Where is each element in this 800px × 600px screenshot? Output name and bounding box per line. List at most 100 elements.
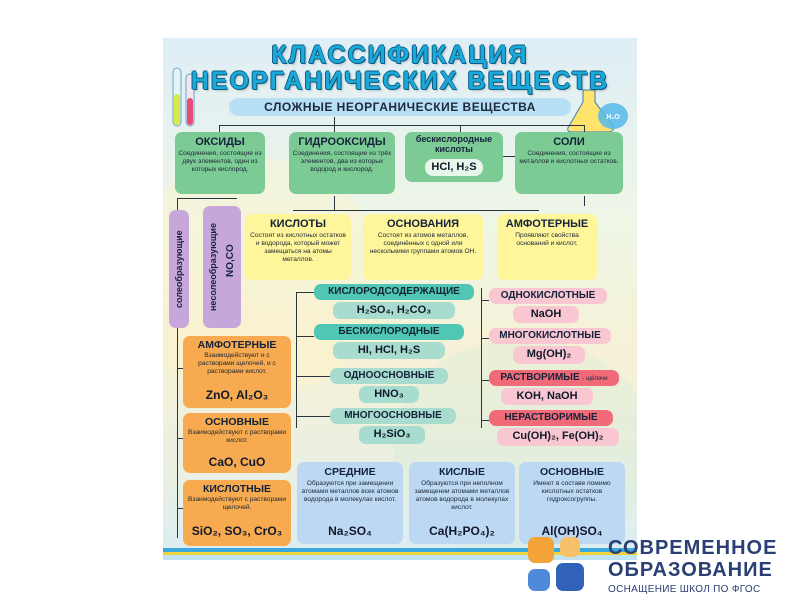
connector-line bbox=[584, 196, 585, 206]
polybasic-acids-formula-box: H₂SiO₃ bbox=[359, 426, 425, 444]
non-salt-forming-label: несолеобразующие bbox=[208, 223, 218, 311]
logo-tile-blue bbox=[556, 563, 584, 591]
monoacid-bases-formula: NaOH bbox=[530, 308, 562, 320]
polybasic-acids-title: МНОГООСНОВНЫЕ bbox=[344, 410, 442, 421]
connector-line bbox=[481, 338, 489, 339]
amphoteric-hydroxides-desc: Проявляют свойства оснований и кислот. bbox=[515, 232, 579, 247]
polybasic-acids-box: МНОГООСНОВНЫЕ bbox=[330, 408, 456, 424]
polyacid-bases-formula: Mg(OH)₂ bbox=[526, 348, 572, 360]
connector-line bbox=[481, 300, 489, 301]
salt-forming-label: солеобразующие bbox=[174, 230, 184, 308]
basic-salts-title: ОСНОВНЫЕ bbox=[540, 466, 604, 478]
water-label: H₂O bbox=[606, 114, 620, 121]
hydroxides-title: ГИДРООКСИДЫ bbox=[298, 136, 386, 148]
soluble-bases-formula-box: KOH, NaOH bbox=[501, 388, 593, 405]
basic-oxides-formula: CaO, CuO bbox=[208, 455, 266, 469]
logo-tile-orange bbox=[560, 537, 580, 557]
connector-line bbox=[460, 125, 461, 135]
connector-line bbox=[296, 292, 314, 293]
acidic-salts-box: КИСЛЫЕ Образуются при неполном замещении… bbox=[409, 462, 515, 544]
polybasic-acids-formula: H₂SiO₃ bbox=[373, 428, 411, 440]
connector-line bbox=[503, 156, 515, 157]
oxygen-free-acids-title: БЕСКИСЛОРОДНЫЕ bbox=[338, 326, 440, 337]
connector-line bbox=[334, 117, 335, 135]
insoluble-bases-formula-box: Cu(OH)₂, Fe(OH)₂ bbox=[497, 428, 619, 446]
monobasic-acids-box: ОДНООСНОВНЫЕ bbox=[330, 368, 448, 384]
salt-forming-label-box: солеобразующие bbox=[169, 210, 189, 328]
normal-salts-box: СРЕДНИЕ Образуются при замещении атомами… bbox=[297, 462, 403, 544]
test-tube-icon bbox=[172, 67, 195, 127]
poster-title-line2: НЕОРГАНИЧЕСКИХ ВЕЩЕСТВ bbox=[190, 67, 610, 95]
oxygen-containing-acids-formula-box: H₂SO₄, H₂CO₃ bbox=[333, 302, 455, 319]
connector-line bbox=[481, 380, 489, 381]
acids-title: КИСЛОТЫ bbox=[269, 218, 327, 230]
complex-substances-banner: СЛОЖНЫЕ НЕОРГАНИЧЕСКИЕ ВЕЩЕСТВА bbox=[229, 98, 571, 116]
classification-poster: H₂O КЛАССИФИКАЦИЯ НЕОРГАНИЧЕСКИХ ВЕЩЕСТВ… bbox=[163, 38, 637, 560]
monoacid-bases-formula-box: NaOH bbox=[513, 306, 579, 323]
normal-salts-desc: Образуются при замещении атомами металло… bbox=[301, 480, 399, 503]
oxygen-free-acids-box: БЕСКИСЛОРОДНЫЕ bbox=[314, 324, 464, 340]
basic-oxides-title: ОСНОВНЫЕ bbox=[205, 416, 269, 428]
amphoteric-hydroxides-box: АМФОТЕРНЫЕ Проявляют свойства оснований … bbox=[497, 214, 597, 280]
flask-icon bbox=[567, 89, 628, 133]
basic-salts-formula: Al(OH)SO₄ bbox=[541, 524, 603, 538]
logo-tagline: ОСНАЩЕНИЕ ШКОЛ ПО ФГОС bbox=[608, 584, 761, 595]
acidic-oxides-desc: Взаимодействуют с растворами щелочей. bbox=[187, 496, 287, 511]
oxides-desc: Соединения, состоящие из двух элементов,… bbox=[178, 150, 262, 173]
connector-line bbox=[481, 420, 489, 421]
oxygen-free-acids-formula: HI, HCl, H₂S bbox=[357, 344, 421, 356]
oxides-title: ОКСИДЫ bbox=[195, 136, 245, 148]
bottom-stripe bbox=[163, 548, 637, 552]
hydroxides-desc: Соединения, состоящие из трёх элементов,… bbox=[292, 150, 392, 173]
bottom-stripe bbox=[163, 552, 637, 555]
basic-oxides-box: ОСНОВНЫЕ Взаимодействуют с растворами ки… bbox=[183, 413, 291, 473]
amphoteric-oxides-desc: Взаимодействуют и с растворами щелочей, … bbox=[198, 352, 276, 375]
connector-line bbox=[296, 336, 314, 337]
connector-line bbox=[296, 416, 330, 417]
logo-tile-blue bbox=[528, 569, 550, 591]
bases-box: ОСНОВАНИЯ Состоят из атомов металлов, со… bbox=[363, 214, 483, 280]
oxygen-containing-acids-title: КИСЛОРОДСОДЕРЖАЩИЕ bbox=[328, 286, 460, 297]
oxygen-free-acids-formula-box: HI, HCl, H₂S bbox=[333, 342, 445, 359]
acidic-salts-title: КИСЛЫЕ bbox=[439, 466, 485, 478]
normal-salts-title: СРЕДНИЕ bbox=[324, 466, 376, 478]
connector-line bbox=[219, 125, 584, 126]
connector-line bbox=[177, 508, 185, 509]
connector-line bbox=[584, 125, 585, 135]
soluble-bases-box: РАСТВОРИМЫЕ - щёлочи bbox=[489, 370, 619, 386]
connector-line bbox=[293, 210, 539, 211]
acids-box: КИСЛОТЫ Состоят из кислотных остатков и … bbox=[245, 214, 351, 280]
connector-line bbox=[296, 292, 297, 428]
connector-line bbox=[177, 198, 237, 199]
company-logo: СОВРЕМЕННОЕ ОБРАЗОВАНИЕ ОСНАЩЕНИЕ ШКОЛ П… bbox=[524, 535, 800, 600]
logo-text-line1: СОВРЕМЕННОЕ bbox=[608, 537, 778, 559]
polyacid-bases-box: МНОГОКИСЛОТНЫЕ bbox=[489, 328, 611, 344]
soluble-bases-header: РАСТВОРИМЫЕ - щёлочи bbox=[489, 372, 619, 383]
insoluble-bases-box: НЕРАСТВОРИМЫЕ bbox=[489, 410, 613, 426]
soluble-bases-title: РАСТВОРИМЫЕ bbox=[500, 372, 580, 383]
basic-oxides-desc: Взаимодействуют с растворами кислот. bbox=[187, 429, 287, 444]
basic-salts-box: ОСНОВНЫЕ Имеют в составе помимо кислотны… bbox=[519, 462, 625, 544]
acidic-salts-formula: Ca(H₂PO₄)₂ bbox=[429, 524, 495, 538]
polyacid-bases-title: МНОГОКИСЛОТНЫЕ bbox=[499, 330, 601, 341]
non-salt-forming-label-box: несолеобразующие NO,CO bbox=[203, 206, 241, 328]
connector-line bbox=[177, 368, 185, 369]
insoluble-bases-formula: Cu(OH)₂, Fe(OH)₂ bbox=[512, 430, 604, 442]
oxygenfree-acids-formula: HCl, H₂S bbox=[425, 159, 483, 176]
soluble-bases-note: - щёлочи bbox=[582, 376, 608, 382]
connector-line bbox=[334, 196, 335, 210]
poster-title-line1: КЛАССИФИКАЦИЯ bbox=[271, 41, 529, 69]
bases-desc: Состоят из атомов металлов, соединённых … bbox=[369, 232, 477, 255]
hydroxides-box: ГИДРООКСИДЫ Соединения, состоящие из трё… bbox=[289, 132, 395, 194]
bases-title: ОСНОВАНИЯ bbox=[386, 218, 460, 230]
oxygenfree-acids-box: бескислородные кислоты HCl, H₂S bbox=[405, 132, 503, 182]
basic-salts-desc: Имеют в составе помимо кислотных остатко… bbox=[533, 480, 611, 503]
bottom-stripe bbox=[163, 555, 637, 560]
amphoteric-oxides-title: АМФОТЕРНЫЕ bbox=[197, 339, 277, 351]
monoacid-bases-title: ОДНОКИСЛОТНЫЕ bbox=[500, 290, 596, 301]
acids-desc: Состоят из кислотных остатков и водорода… bbox=[250, 232, 346, 263]
oxygen-containing-acids-box: КИСЛОРОДСОДЕРЖАЩИЕ bbox=[314, 284, 474, 300]
salts-desc: Соединения, состоящие из металлов и кисл… bbox=[519, 150, 619, 165]
oxides-box: ОКСИДЫ Соединения, состоящие из двух эле… bbox=[175, 132, 265, 194]
acidic-oxides-title: КИСЛОТНЫЕ bbox=[202, 483, 272, 495]
